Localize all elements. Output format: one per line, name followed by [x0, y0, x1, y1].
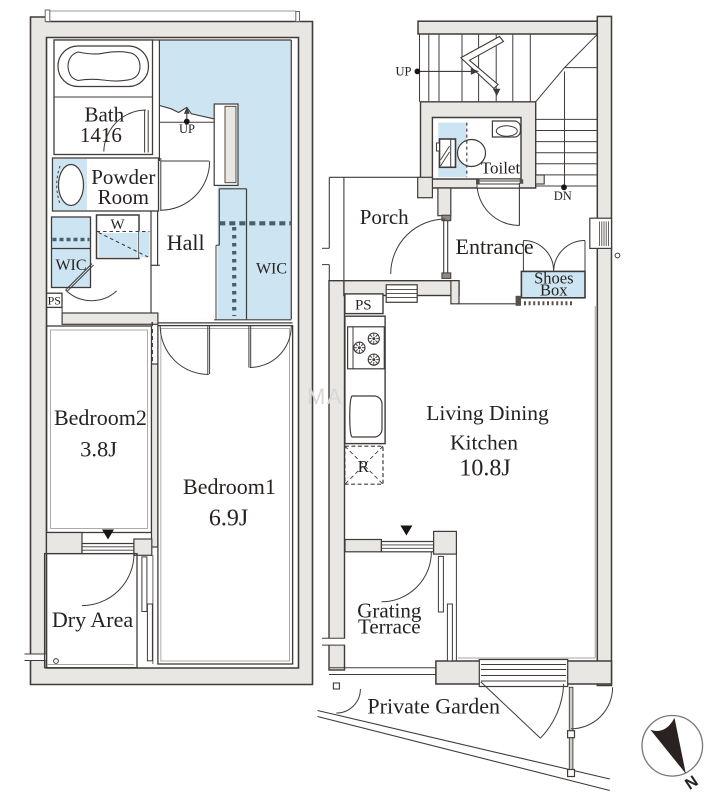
svg-text:Bedroom2: Bedroom2: [54, 405, 147, 430]
svg-text:MA: MA: [307, 384, 343, 409]
svg-text:Box: Box: [540, 281, 568, 300]
svg-text:W: W: [110, 217, 125, 233]
svg-text:Terrace: Terrace: [358, 615, 421, 639]
svg-text:WIC: WIC: [55, 257, 86, 274]
svg-text:6.9J: 6.9J: [209, 506, 248, 532]
svg-text:PS: PS: [355, 298, 372, 314]
svg-text:3.8J: 3.8J: [80, 437, 117, 462]
svg-text:PS: PS: [48, 294, 61, 308]
svg-text:Dry Area: Dry Area: [52, 607, 133, 632]
svg-text:Entrance: Entrance: [456, 234, 534, 259]
svg-text:1416: 1416: [80, 123, 122, 147]
svg-text:Porch: Porch: [360, 205, 409, 229]
svg-text:Grating: Grating: [357, 599, 422, 623]
svg-text:Living Dining: Living Dining: [426, 401, 549, 425]
svg-text:10.8J: 10.8J: [459, 456, 510, 482]
svg-text:Room: Room: [98, 185, 149, 209]
svg-text:UP: UP: [396, 65, 412, 79]
svg-text:Kitchen: Kitchen: [450, 431, 518, 455]
svg-text:Bedroom1: Bedroom1: [183, 474, 276, 499]
svg-text:Toilet: Toilet: [481, 159, 521, 178]
svg-text:Private Garden: Private Garden: [367, 694, 500, 719]
svg-text:DN: DN: [554, 189, 572, 203]
svg-text:R: R: [358, 457, 370, 476]
svg-text:WIC: WIC: [256, 261, 287, 278]
svg-text:Shoes: Shoes: [534, 268, 573, 287]
svg-text:UP: UP: [179, 122, 195, 136]
svg-text:Powder: Powder: [91, 165, 155, 189]
svg-text:Hall: Hall: [167, 230, 205, 255]
svg-text:Bath: Bath: [84, 102, 124, 126]
